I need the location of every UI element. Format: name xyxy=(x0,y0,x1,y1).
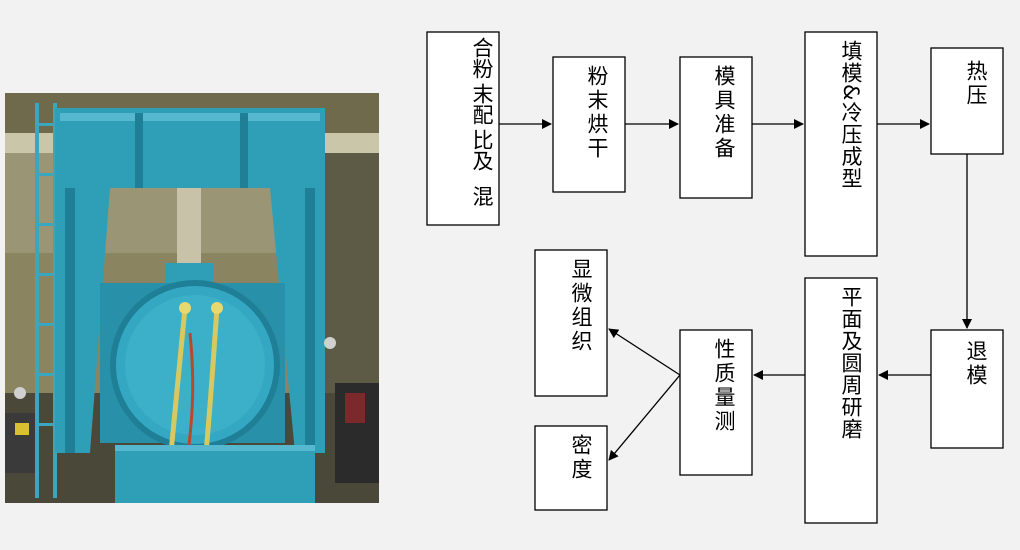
box-hot-press-label: 热压 xyxy=(964,60,988,108)
box-powder-mixing-col1: 合粉 xyxy=(470,37,494,79)
box-property-measurement-label: 性质量测 xyxy=(712,338,736,434)
box-powder-mixing-col2: 末配 xyxy=(470,83,494,125)
box-fill-cold-press: 填模&冷压成型 xyxy=(804,31,878,257)
box-grinding: 平面及圆周研磨 xyxy=(804,277,878,524)
box-mold-preparation-label: 模具准备 xyxy=(712,65,736,161)
box-mold-preparation: 模具准备 xyxy=(679,56,753,199)
box-demold: 退模 xyxy=(930,329,1004,449)
box-powder-mixing: 合粉 末配 比及 混 合粉 xyxy=(426,31,500,226)
box-density-label: 密度 xyxy=(569,434,593,482)
box-powder-mixing-col3: 比及 xyxy=(470,129,494,171)
box-grinding-label: 平面及圆周研磨 xyxy=(839,286,863,440)
box-demold-label: 退模 xyxy=(964,340,988,388)
box-property-measurement: 性质量测 xyxy=(679,329,753,476)
arrow-measure-to-micro xyxy=(608,328,681,376)
hot-press-machine-photo xyxy=(5,93,379,503)
box-powder-drying: 粉末烘干 xyxy=(552,56,626,193)
box-hot-press: 热压 xyxy=(930,47,1004,155)
box-powder-mixing-col4: 混 xyxy=(470,186,494,207)
box-fill-cold-press-label: 填模&冷压成型 xyxy=(839,40,863,189)
box-microstructure-label: 显微组织 xyxy=(569,258,593,354)
box-density: 密度 xyxy=(534,425,608,511)
box-microstructure: 显微组织 xyxy=(534,249,608,397)
arrow-measure-to-density xyxy=(608,374,681,461)
box-powder-drying-label: 粉末烘干 xyxy=(585,65,609,161)
